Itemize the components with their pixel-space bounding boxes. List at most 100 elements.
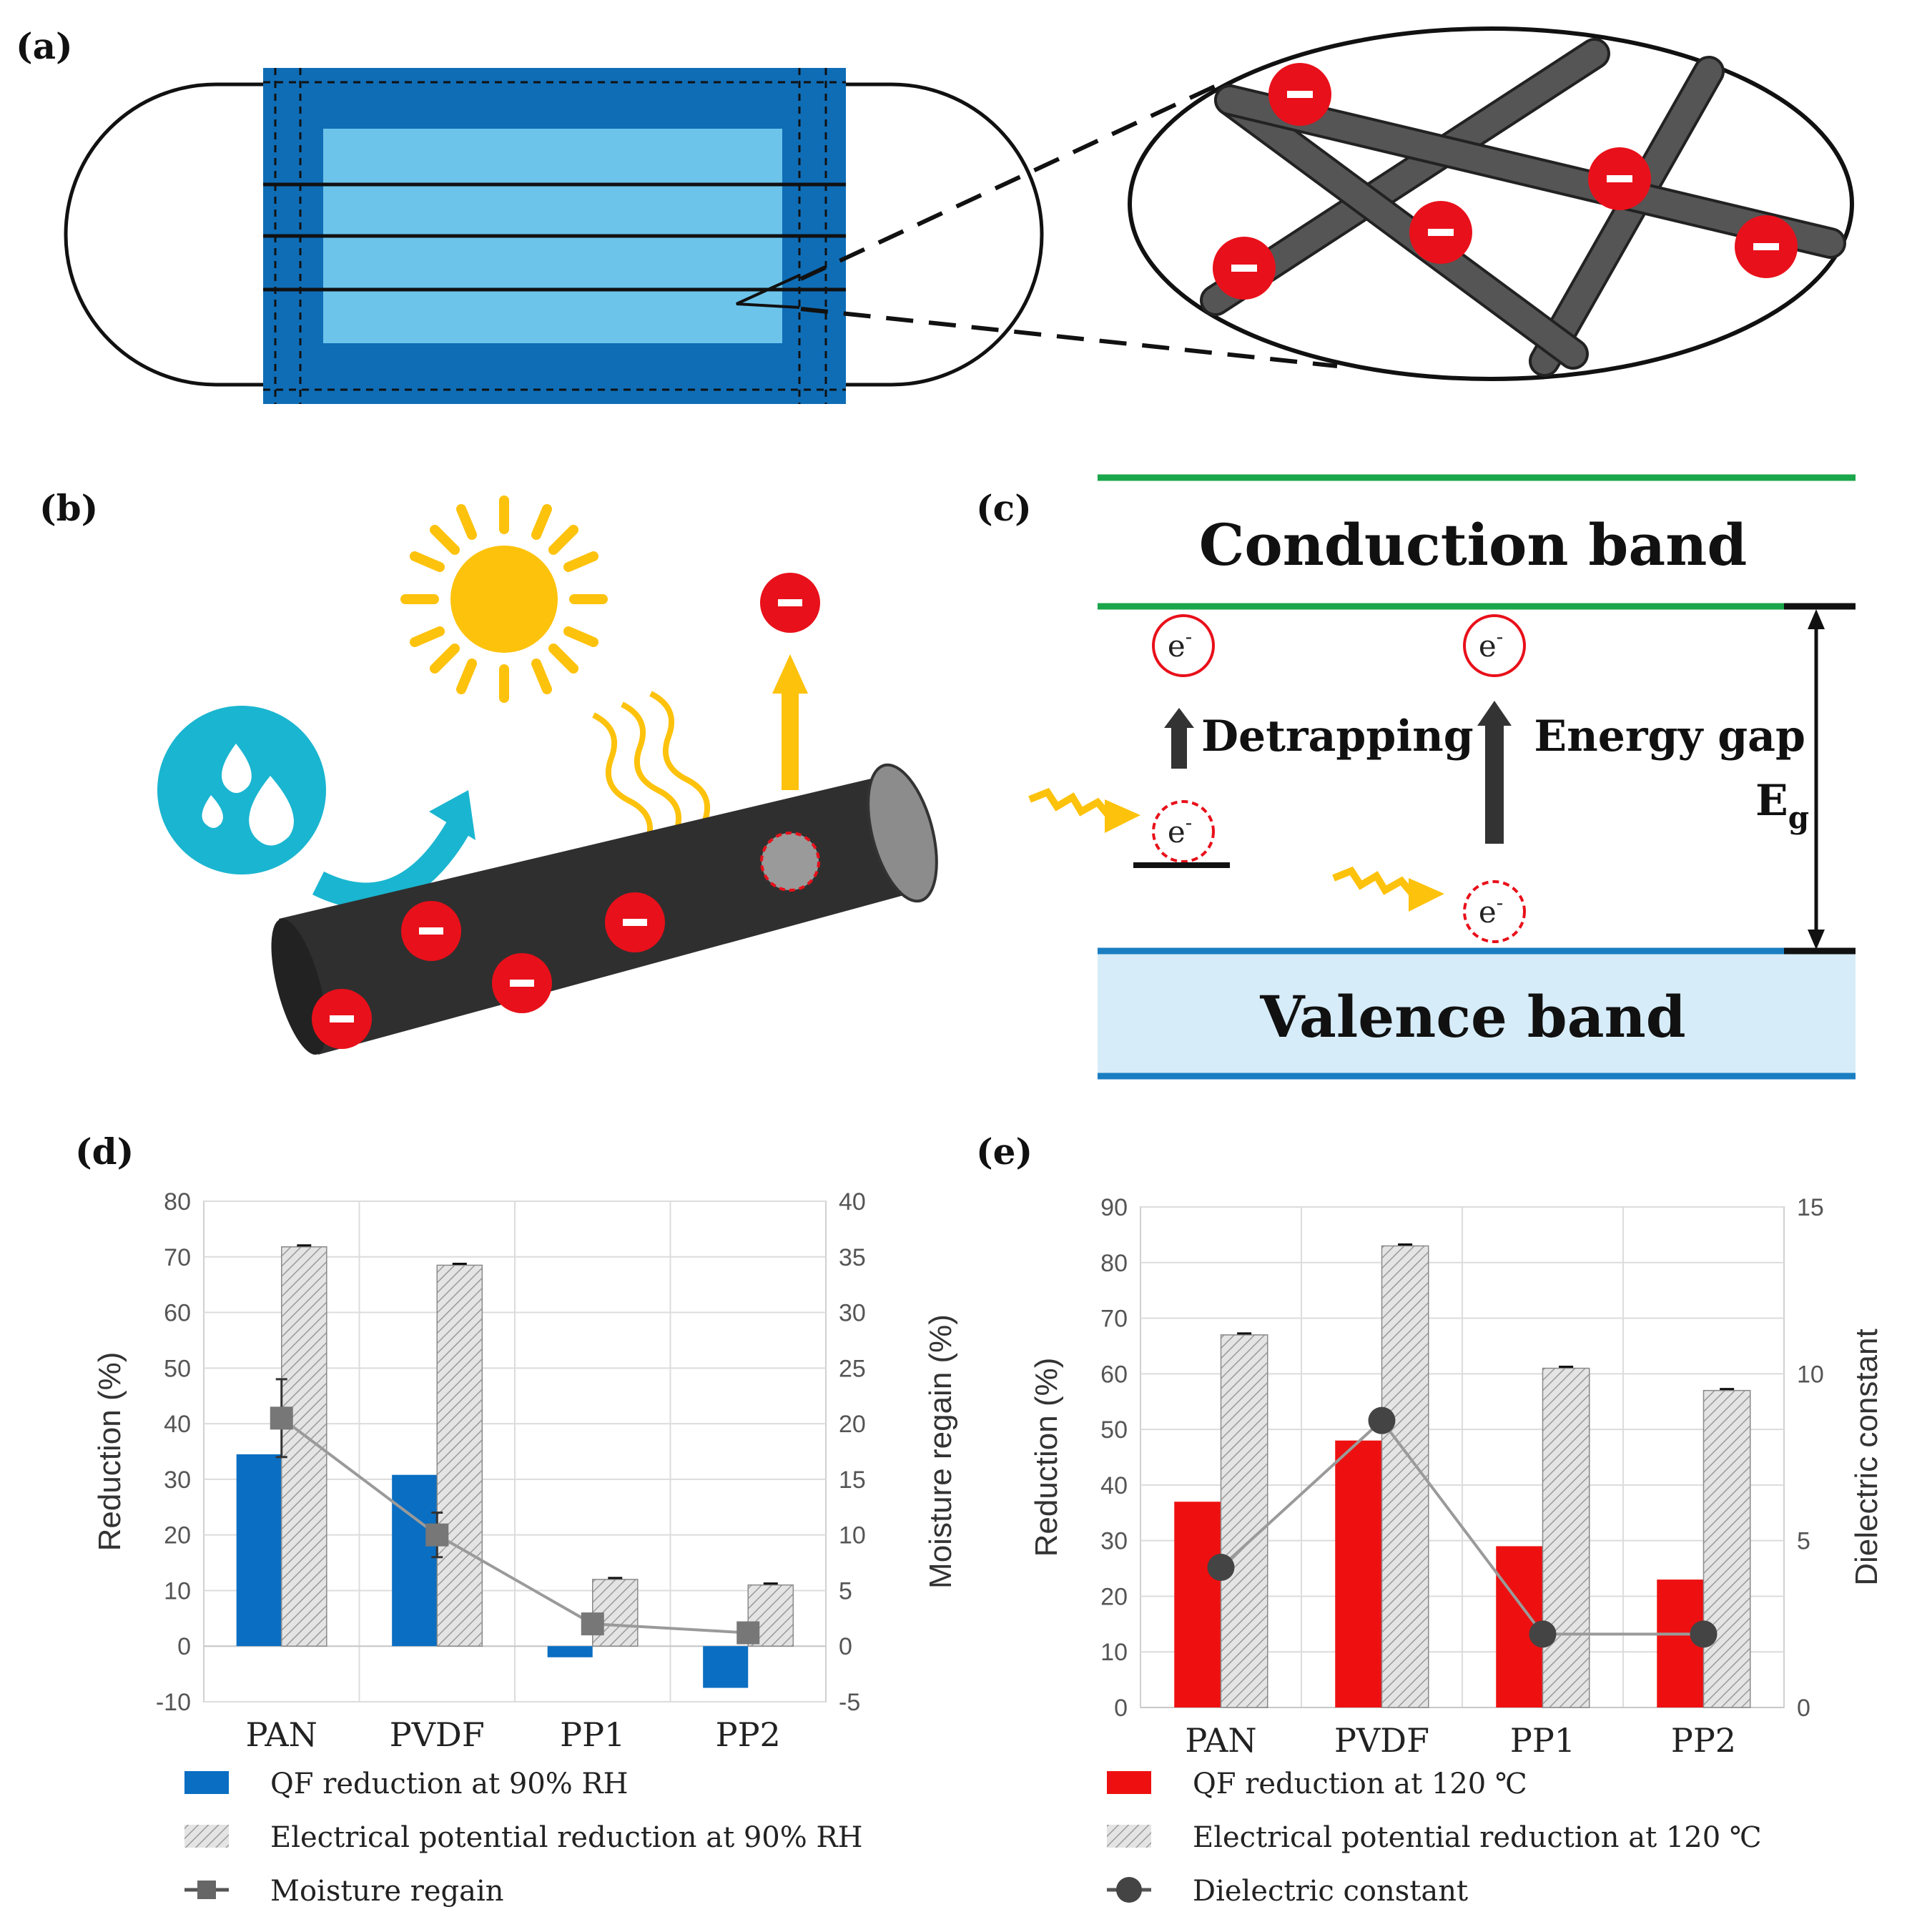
svg-text:e-: e- [1168,811,1192,849]
release-arrow-icon [760,573,820,790]
y2-tick-label: 40 [839,1188,866,1216]
water-drops-icon [157,706,326,874]
legend-swatch-qf [1107,1771,1151,1794]
valence-band-label: Valence band [1259,983,1685,1050]
legend-label-qf-e: QF reduction at 120 ℃ [1193,1768,1527,1800]
panel-c: (c) Conduction band Valence band Energy … [976,474,1856,1080]
y-tick-label: 80 [164,1188,191,1216]
charges-on-fiber [312,892,665,1049]
legend-swatch-ep [1107,1825,1151,1848]
y-tick-label: 50 [1100,1416,1128,1444]
zoom-lines [799,82,1338,368]
y-tick-label: 40 [164,1411,191,1438]
electron-free-left: e- [1152,614,1215,677]
panel-b: (b) [39,487,938,1055]
energy-gap-label: Energy gap [1534,711,1805,762]
photon-icon [1028,787,1140,833]
line-point [1529,1620,1557,1648]
detrapping-arrow [1164,708,1194,769]
line-point [425,1523,449,1547]
y2-tick-label: 30 [839,1300,866,1327]
excitation-arrow [1477,701,1512,844]
panel-label-d: (d) [75,1130,134,1173]
line-point [1368,1406,1396,1434]
electron-trapped: e- [1133,800,1230,868]
panel-d: (d) -10 0 10 20 30 40 50 60 70 80 -5 0 5 10 15 20 25 30 35… [75,1130,958,1908]
y-axis-label: Reduction (%) [92,1352,127,1552]
legend-swatch-ep [184,1825,229,1848]
y-tick-label: 90 [1100,1194,1128,1221]
line-series [280,1416,749,1635]
panel-label-c: (c) [976,487,1032,529]
legend-label-qf-d: QF reduction at 90% RH [270,1768,629,1800]
y-tick-label: 30 [164,1467,191,1494]
y2-tick-label: 10 [1797,1361,1824,1388]
panel-a: (a) [16,25,1854,404]
ep-bar [1381,1245,1429,1708]
y-tick-label: 70 [1100,1306,1128,1333]
category-label: PVDF [390,1715,485,1754]
ep-bar [1220,1334,1268,1708]
y-tick-label: 20 [164,1522,191,1549]
y-axis-label: Reduction (%) [1029,1358,1064,1557]
energy-gap-arrow [1808,609,1825,950]
category-label: PVDF [1334,1721,1429,1760]
ep-bar [1702,1389,1751,1708]
category-label: PP1 [1510,1721,1575,1760]
line-point [270,1406,293,1430]
panel-label-e: (e) [976,1130,1033,1173]
legend-swatch-qf [184,1771,229,1794]
y-tick-label: 80 [1100,1250,1128,1277]
light-wave-icon [592,691,710,845]
line-point [581,1612,604,1636]
y-tick-label: 20 [1100,1583,1128,1610]
y2-tick-label: 5 [1797,1528,1810,1555]
legend-e: QF reduction at 120 ℃ Electrical potenti… [1107,1768,1762,1908]
qf-bar [236,1454,282,1647]
face-mask-illustration [64,68,1044,404]
line-point [736,1621,760,1645]
legend-label-ep-d: Electrical potential reduction at 90% RH [270,1821,862,1854]
y2-tick-label: 5 [839,1577,852,1605]
category-label: PAN [246,1715,317,1754]
svg-text:e-: e- [1479,891,1503,930]
y2-tick-label: 0 [839,1633,852,1660]
y2-tick-label: 10 [839,1522,866,1549]
electron-free-right: e- [1463,614,1526,677]
y2-tick-label: 35 [839,1244,866,1271]
category-label: PP2 [1671,1721,1736,1760]
legend-label-dielectric: Dielectric constant [1193,1875,1468,1908]
y-tick-label: 0 [1114,1695,1128,1722]
curved-arrow-icon [312,790,475,909]
eg-symbol: Eg [1755,776,1809,835]
panel-label-a: (a) [16,25,73,67]
line-series [1220,1418,1704,1636]
y-tick-label: 60 [1100,1361,1128,1388]
y-tick-label: 10 [1100,1639,1128,1666]
detrapping-label: Detrapping [1201,711,1474,762]
legend-label-moisture: Moisture regain [270,1875,504,1908]
y-tick-label: 0 [177,1633,191,1660]
category-label: PAN [1185,1721,1256,1760]
electron-valence: e- [1463,880,1526,943]
y2-tick-label: 20 [839,1411,866,1438]
y-tick-label: 50 [164,1355,191,1382]
y2-tick-label: -5 [839,1689,860,1716]
y2-axis-label: Moisture regain (%) [923,1314,958,1589]
y2-tick-label: 15 [839,1467,866,1494]
y-tick-label: 30 [1100,1528,1128,1555]
panel-label-b: (b) [39,487,98,529]
qf-bar [1174,1502,1221,1707]
y-tick-label: -10 [156,1689,191,1716]
category-label: PP2 [716,1715,781,1754]
line-point [1690,1620,1718,1648]
y-tick-label: 60 [164,1300,191,1327]
y-tick-label: 70 [164,1244,191,1271]
negative-charges [1213,63,1798,300]
y2-tick-label: 25 [839,1355,866,1382]
qf-bar [703,1646,749,1688]
y-tick-label: 10 [164,1577,191,1605]
